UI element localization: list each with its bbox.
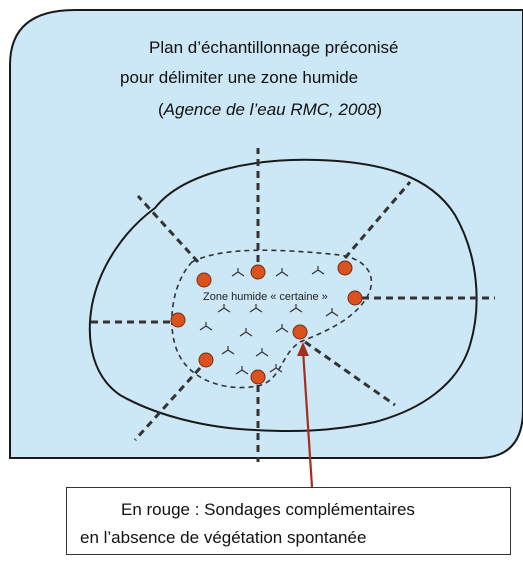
caption-arrow	[297, 342, 314, 488]
caption-line-2: en l’absence de végétation spontanée	[80, 528, 367, 547]
vegetation-mark	[217, 304, 231, 313]
complementary-soundings	[170, 260, 363, 385]
title-line-1: Plan d’échantillonnage préconisé	[149, 38, 399, 57]
vegetation-mark	[289, 304, 303, 313]
sounding-point	[337, 260, 353, 276]
sounding-point	[250, 369, 266, 385]
citation-close-paren: )	[376, 100, 382, 119]
vegetation-mark	[231, 268, 245, 277]
sounding-point	[198, 352, 214, 368]
citation-source: Agence de l’eau RMC, 2008	[163, 100, 377, 119]
sounding-point	[347, 290, 363, 306]
sounding-point	[170, 312, 186, 328]
transect-southeast	[304, 340, 396, 407]
transects	[88, 148, 495, 462]
vegetation-mark	[275, 324, 289, 333]
wetland-zone-label: Zone humide « certaine »	[203, 291, 328, 303]
vegetation-mark	[255, 348, 269, 357]
site-boundary	[88, 158, 478, 433]
transect-northwest	[136, 194, 200, 264]
vegetation-mark	[221, 346, 235, 355]
legend-caption-box: En rouge : Sondages complémentaires en l…	[66, 487, 511, 555]
vegetation-marks	[199, 266, 339, 375]
vegetation-mark	[311, 266, 325, 275]
citation-open-paren: (	[158, 100, 164, 119]
vegetation-mark	[249, 304, 263, 313]
sounding-point	[292, 324, 308, 340]
transect-northeast	[343, 181, 412, 259]
vegetation-mark	[239, 328, 253, 337]
vegetation-mark	[269, 364, 283, 373]
vegetation-mark	[235, 366, 249, 375]
title-line-2: pour délimiter une zone humide	[120, 68, 359, 87]
vegetation-mark	[275, 268, 289, 277]
vegetation-mark	[325, 308, 339, 317]
sounding-point	[250, 264, 266, 280]
panel-background	[9, 9, 523, 459]
caption-line-1: En rouge : Sondages complémentaires	[121, 500, 415, 519]
sounding-point	[196, 272, 212, 288]
vegetation-mark	[199, 322, 213, 331]
title-citation: (Agence de l’eau RMC, 2008)	[158, 100, 382, 120]
transect-southwest	[133, 366, 202, 442]
wetland-zone-boundary	[171, 249, 373, 389]
